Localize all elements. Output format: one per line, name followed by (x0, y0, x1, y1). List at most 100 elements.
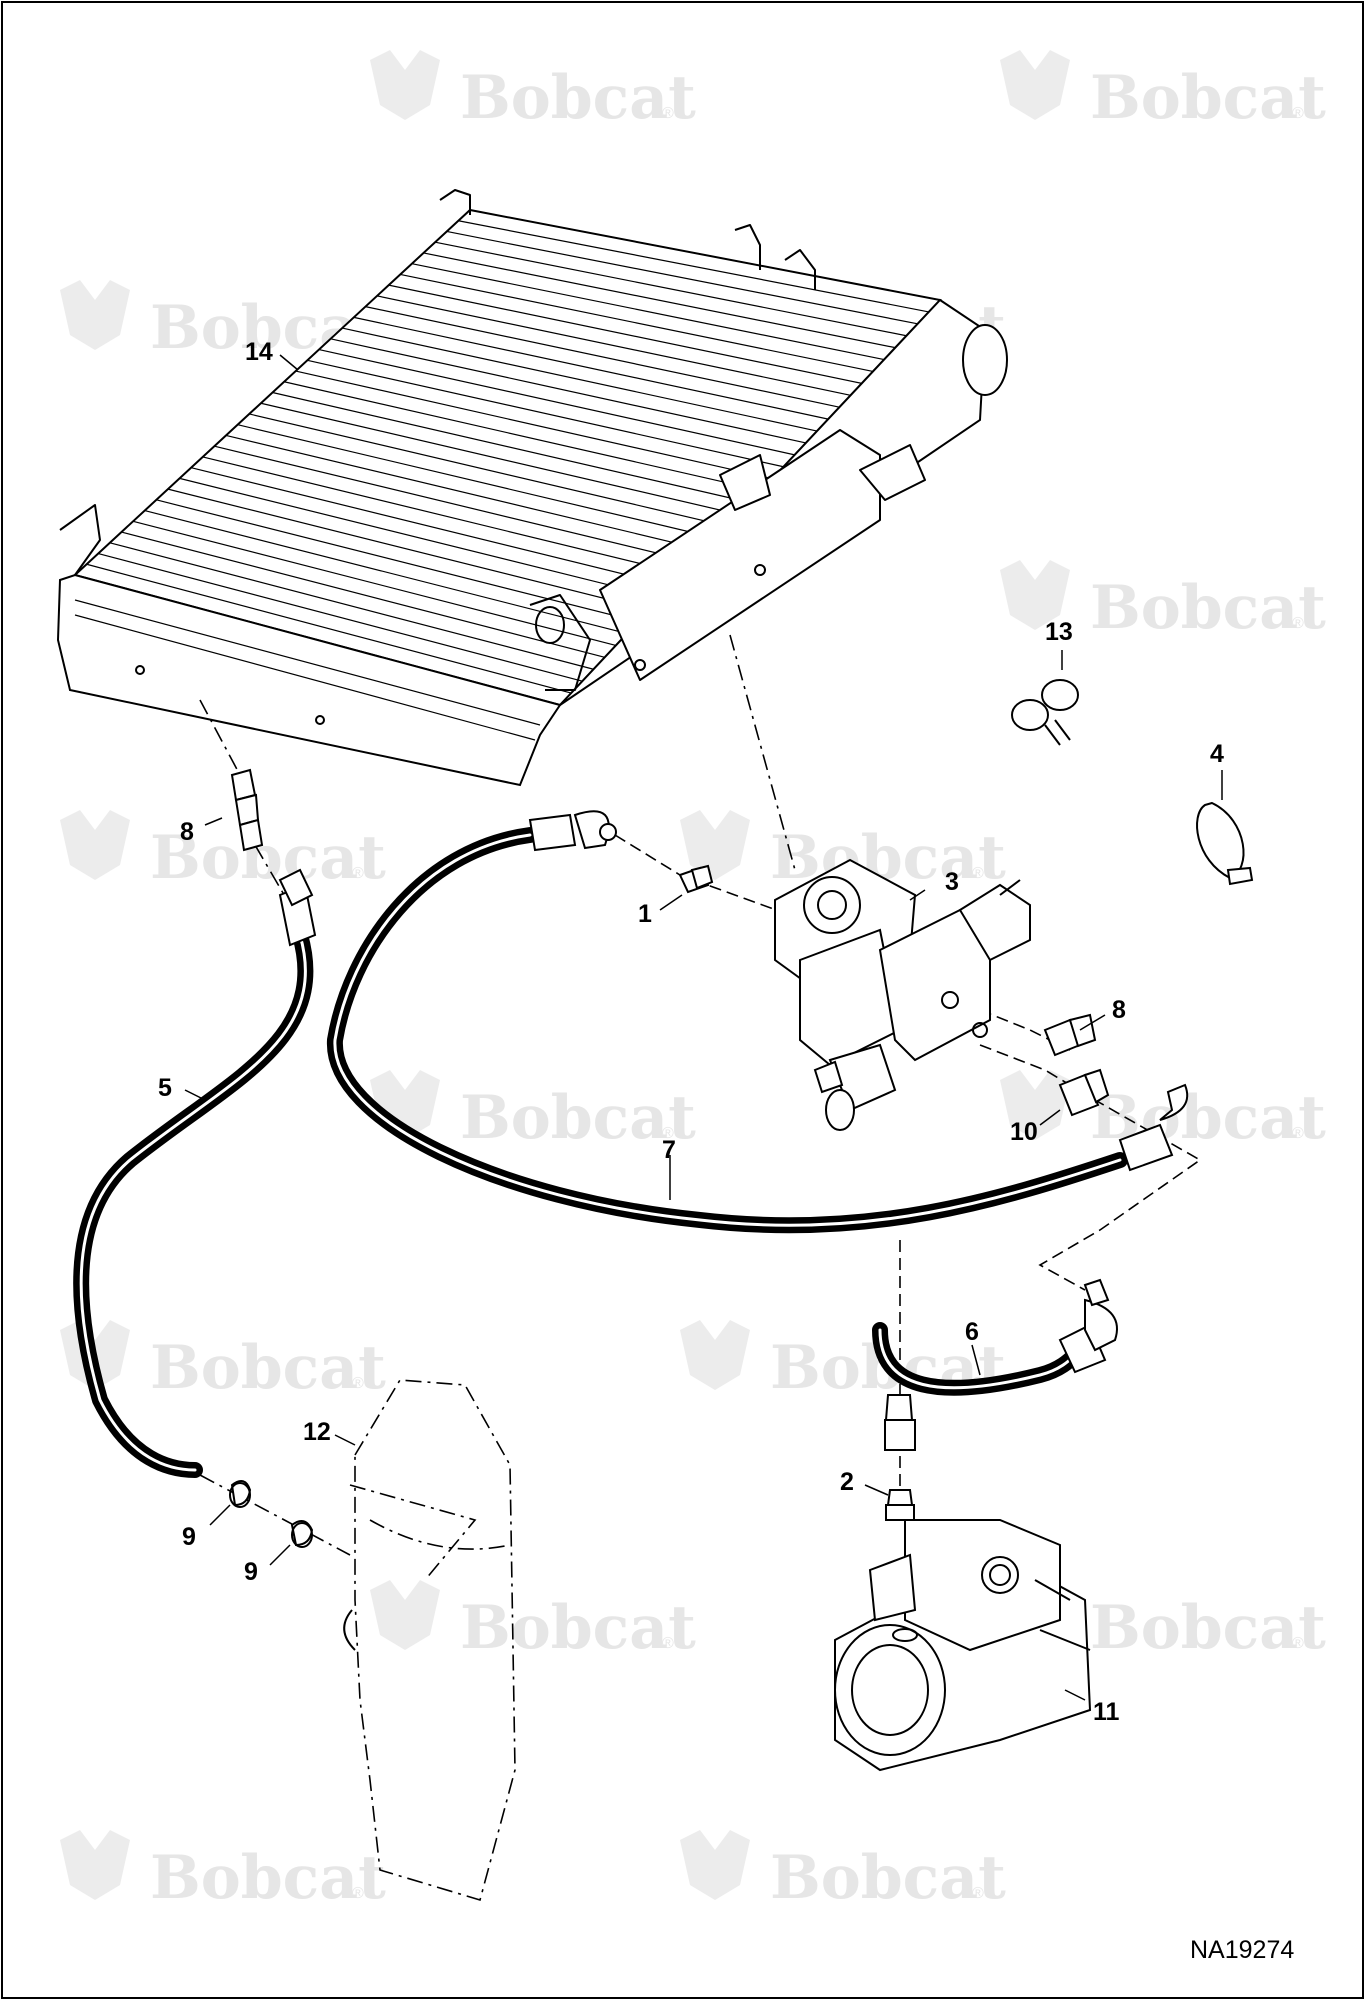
bobcat-logo-icon (60, 280, 130, 350)
callout-14: 12 (303, 1418, 331, 1446)
fitting-1 (678, 864, 714, 894)
cooler-fin (376, 295, 851, 396)
watermark-brand: Bobcat (770, 1843, 1006, 1913)
callout-9-a: 9 (182, 1523, 196, 1551)
cooler-fin (144, 510, 628, 635)
watermark-registered: ® (972, 865, 984, 882)
cooler-fin (365, 306, 840, 408)
callout-12: 14 (245, 338, 273, 366)
cooler-fin (214, 445, 695, 563)
watermark-registered: ® (1292, 1125, 1304, 1142)
cooler-fin (86, 563, 572, 694)
fitting-8-right (1043, 1013, 1097, 1057)
cooler-fin (225, 434, 706, 551)
cooler-fin (388, 284, 862, 384)
cooler-fin (202, 456, 684, 575)
cooler-fin (156, 499, 639, 623)
watermark-brand: Bobcat (150, 1843, 386, 1913)
watermark-brand: Bobcat (1090, 1593, 1326, 1663)
watermark-registered: ® (352, 865, 364, 882)
cooler-fin (330, 338, 807, 444)
cooler-fin (121, 531, 605, 658)
panel-14 (343, 1379, 516, 1902)
bobcat-watermark: Bobcat® (370, 50, 696, 133)
watermark-brand: Bobcat (460, 63, 696, 133)
callout-8-top: 8 (180, 818, 194, 846)
cooler-fin (109, 542, 594, 670)
bobcat-logo-icon (370, 1580, 440, 1650)
cooler-fin (167, 488, 650, 611)
watermark-brand: Bobcat (1090, 573, 1326, 643)
hose-7 (326, 810, 1189, 1234)
cooler-fin (411, 263, 885, 361)
watermark-brand: Bobcat (460, 1083, 696, 1153)
watermark-registered: ® (352, 1375, 364, 1392)
pump-13 (834, 1519, 1092, 1772)
callout-labels: 14 13 4 8 1 3 8 10 5 7 6 12 2 9 9 11 (158, 338, 1224, 1726)
valve-assembly-3 (774, 858, 1031, 1131)
cooler-fin (435, 241, 907, 337)
callout-9-b: 9 (244, 1558, 258, 1586)
watermark-registered: ® (1292, 615, 1304, 632)
bobcat-logo-icon (680, 1320, 750, 1390)
bobcat-watermark: Bobcat® (680, 1830, 1006, 1913)
watermark-registered: ® (352, 1885, 364, 1902)
cooler-fin (342, 327, 818, 432)
callout-1: 1 (638, 900, 652, 928)
watermark-registered: ® (662, 1125, 674, 1142)
cooler-fin (272, 391, 751, 504)
cooler-fin (307, 359, 784, 468)
watermark-brand: Bobcat (1090, 63, 1326, 133)
hose-6 (872, 1278, 1118, 1451)
callout-13: 11 (1093, 1698, 1120, 1726)
watermark-brand: Bobcat (460, 1593, 696, 1663)
cooler-fin (458, 220, 929, 313)
cable-tie-4 (1196, 802, 1254, 886)
bobcat-logo-icon (1000, 560, 1070, 630)
clamp-9-a (229, 1480, 252, 1508)
watermark-registered: ® (662, 105, 674, 122)
bobcat-logo-icon (370, 50, 440, 120)
bobcat-logo-icon (680, 810, 750, 880)
bobcat-logo-icon (60, 1830, 130, 1900)
clamps-11 (1011, 679, 1079, 746)
cooler-fin (260, 402, 739, 515)
fitting-2 (885, 1489, 915, 1521)
cooler-fin (318, 348, 795, 456)
watermark-brand: Bobcat (150, 823, 386, 893)
callout-4: 4 (1210, 740, 1224, 768)
bobcat-watermark: Bobcat® (370, 1580, 696, 1663)
callout-leaders (184, 354, 1223, 1701)
cooler-fin (353, 316, 829, 420)
cooler-fin (446, 230, 918, 325)
bobcat-logo-icon (60, 810, 130, 880)
cooler-fin (469, 209, 941, 301)
bobcat-watermark: Bobcat® (60, 1830, 386, 1913)
callout-2: 2 (840, 1468, 854, 1496)
callout-8-right: 8 (1112, 996, 1126, 1024)
fitting-8-top (230, 768, 264, 852)
callout-6: 6 (965, 1318, 979, 1346)
hose-5 (73, 868, 317, 1478)
oil-cooler-12 (56, 189, 1008, 787)
cooler-fin (237, 424, 717, 539)
bobcat-watermark: Bobcat® (60, 810, 386, 893)
document-id: NA19274 (1190, 1936, 1294, 1964)
bobcat-watermark: Bobcat® (60, 1320, 386, 1403)
bobcat-logo-icon (1000, 50, 1070, 120)
callout-10: 10 (1010, 1118, 1038, 1146)
cooler-fin (191, 467, 672, 587)
watermark-registered: ® (972, 1885, 984, 1902)
bobcat-watermark: Bobcat® (1000, 560, 1326, 643)
watermark-registered: ® (1292, 1635, 1304, 1652)
cooler-fin (423, 252, 896, 349)
cooler-fin (400, 273, 874, 373)
bobcat-logo-icon (680, 1830, 750, 1900)
bobcat-logo-icon (1000, 1070, 1070, 1140)
bobcat-watermark: Bobcat® (1000, 50, 1326, 133)
callout-3: 3 (945, 868, 959, 896)
callout-7: 7 (662, 1136, 676, 1164)
watermark-registered: ® (1292, 105, 1304, 122)
